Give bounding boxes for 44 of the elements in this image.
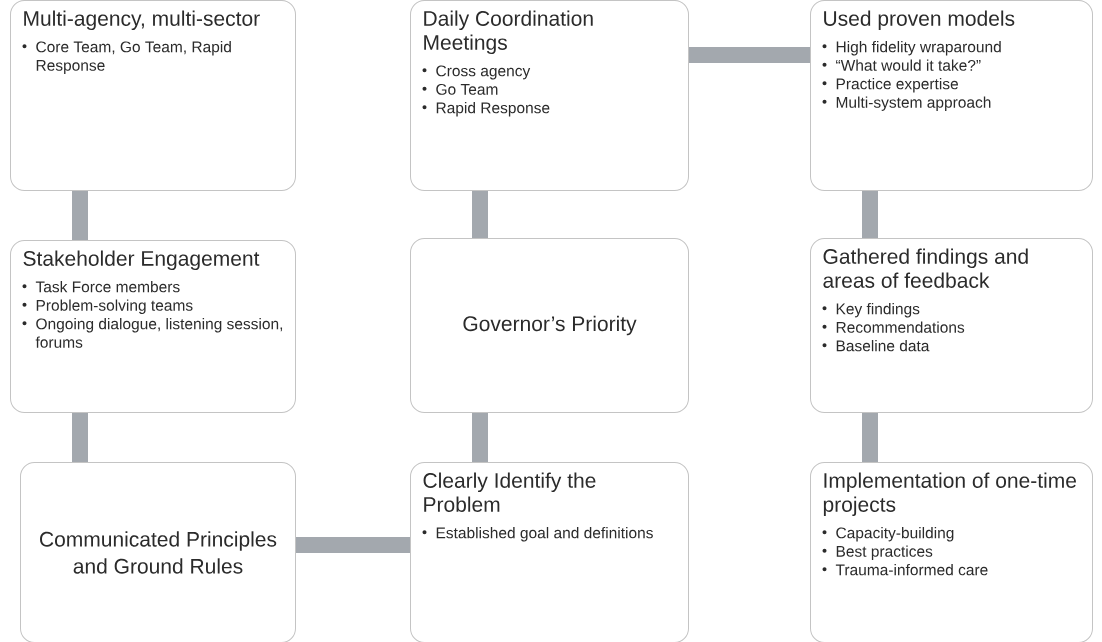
connector-bar bbox=[862, 413, 878, 462]
text-box bbox=[810, 238, 1093, 413]
bullet-item: High fidelity wraparound bbox=[822, 41, 1001, 56]
connector-bar bbox=[296, 537, 410, 553]
bullet-item: Rapid Response bbox=[422, 102, 550, 117]
bullet-item: Ongoing dialogue, listening session, forums bbox=[22, 318, 283, 348]
box-heading: Communicated Principles and Ground Rules bbox=[40, 531, 277, 574]
bullet-item: Baseline data bbox=[822, 340, 930, 352]
bullet-item: Cross agency bbox=[422, 65, 531, 80]
bullet-item: Recommendations bbox=[822, 321, 965, 333]
text-box bbox=[10, 0, 296, 191]
bullet-item: Established goal and definitions bbox=[422, 527, 653, 542]
text-box bbox=[410, 462, 689, 642]
text-box bbox=[810, 462, 1093, 642]
box-heading: Gathered findings and areas of feedback bbox=[823, 248, 1028, 288]
box-heading: Multi-agency, multi-sector bbox=[24, 10, 260, 31]
connector-bar bbox=[472, 191, 488, 238]
box-heading: Daily Coordination Meetings bbox=[424, 10, 593, 55]
box-heading: Governor’s Priority bbox=[463, 315, 637, 336]
box-heading: Clearly Identify the Problem bbox=[423, 472, 596, 512]
bullet-item: “What would it take?” bbox=[822, 59, 981, 71]
text-box bbox=[10, 240, 296, 413]
bullet-item: Core Team, Go Team, Rapid Response bbox=[22, 41, 231, 74]
connector-bar bbox=[72, 191, 88, 240]
connector-bar bbox=[72, 413, 88, 462]
connector-bar bbox=[689, 47, 810, 63]
box-heading: Used proven models bbox=[824, 10, 1015, 31]
box-heading: Stakeholder Engagement bbox=[23, 250, 260, 271]
bullet-item: Key findings bbox=[822, 303, 920, 318]
bullet-item: Practice expertise bbox=[822, 78, 958, 93]
bullet-item: Best practices bbox=[822, 545, 933, 560]
bullet-item: Task Force members bbox=[22, 281, 180, 293]
text-box bbox=[410, 0, 689, 191]
bullet-item: Multi-system approach bbox=[822, 96, 991, 111]
box-heading: Implementation of one-time projects bbox=[823, 472, 1076, 517]
bullet-item: Capacity-building bbox=[822, 527, 954, 542]
bullet-item: Trauma-informed care bbox=[822, 564, 988, 576]
text-box bbox=[20, 462, 296, 642]
bullet-item: Problem-solving teams bbox=[22, 299, 193, 314]
bullet-item: Go Team bbox=[422, 83, 498, 95]
text-box bbox=[810, 0, 1093, 191]
connector-bar bbox=[472, 413, 488, 462]
text-box bbox=[410, 238, 689, 413]
connector-bar bbox=[862, 191, 878, 238]
